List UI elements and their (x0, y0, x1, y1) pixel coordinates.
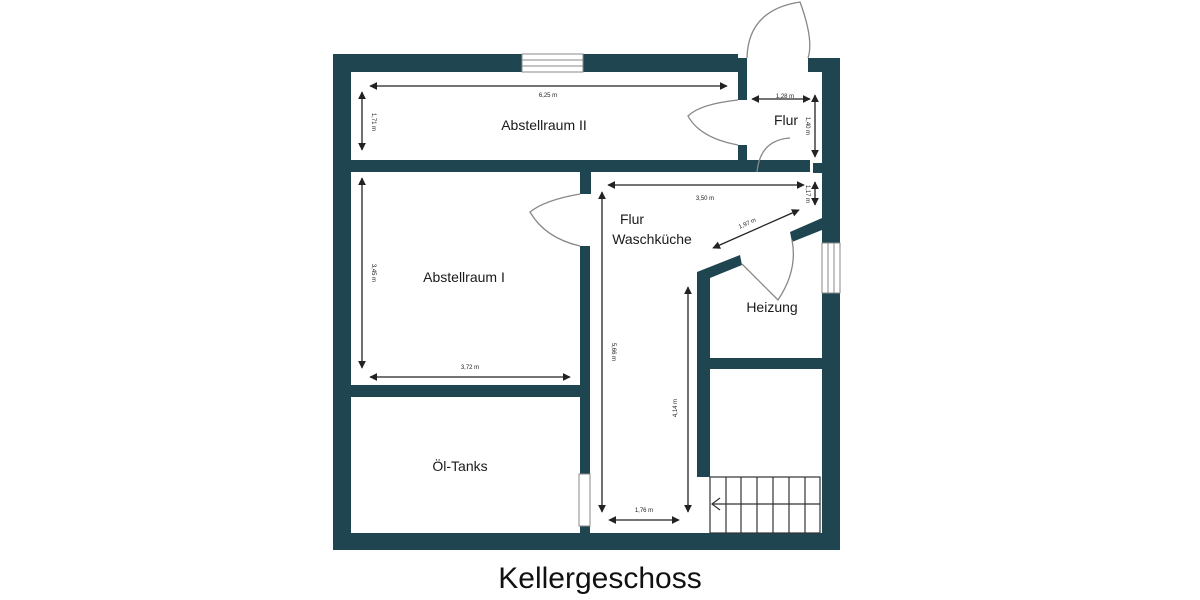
dim-label: 4,14 m (673, 399, 679, 417)
room-label-flur-waschkueche-1: Flur (620, 211, 644, 227)
dim-label: 1,76 m (635, 508, 653, 514)
dimension-lines (358, 82, 819, 524)
room-label-flur: Flur (774, 112, 798, 128)
window-top (521, 53, 584, 73)
plan-title: Kellergeschoss (498, 562, 701, 595)
window-oltanks (578, 473, 591, 527)
dim-label: 3,45 m (370, 264, 376, 282)
outer-walls (333, 54, 840, 550)
dim-label: 6,25 m (539, 93, 557, 99)
window-right (821, 242, 841, 294)
room-label-abstellraum-i: Abstellraum I (423, 269, 505, 285)
dim-label: 1,28 m (776, 94, 794, 100)
dim-label: 3,50 m (696, 196, 714, 202)
dim-label: 3,72 m (461, 365, 479, 371)
room-label-oel-tanks: Öl-Tanks (432, 457, 487, 474)
dim-label: 1,71 m (370, 113, 376, 131)
room-label-heizung: Heizung (746, 299, 797, 315)
dim-label: 1,40 m (804, 117, 810, 135)
stairs (709, 476, 821, 534)
dim-label: 5,66 m (610, 343, 616, 361)
room-label-flur-waschkueche-2: Waschküche (612, 231, 692, 247)
dim-label: 1,17 m (804, 185, 810, 203)
room-label-abstellraum-ii: Abstellraum II (501, 117, 587, 133)
doors (529, 1, 811, 302)
dim-label: 1,97 m (738, 218, 757, 231)
interior-walls (351, 58, 822, 533)
